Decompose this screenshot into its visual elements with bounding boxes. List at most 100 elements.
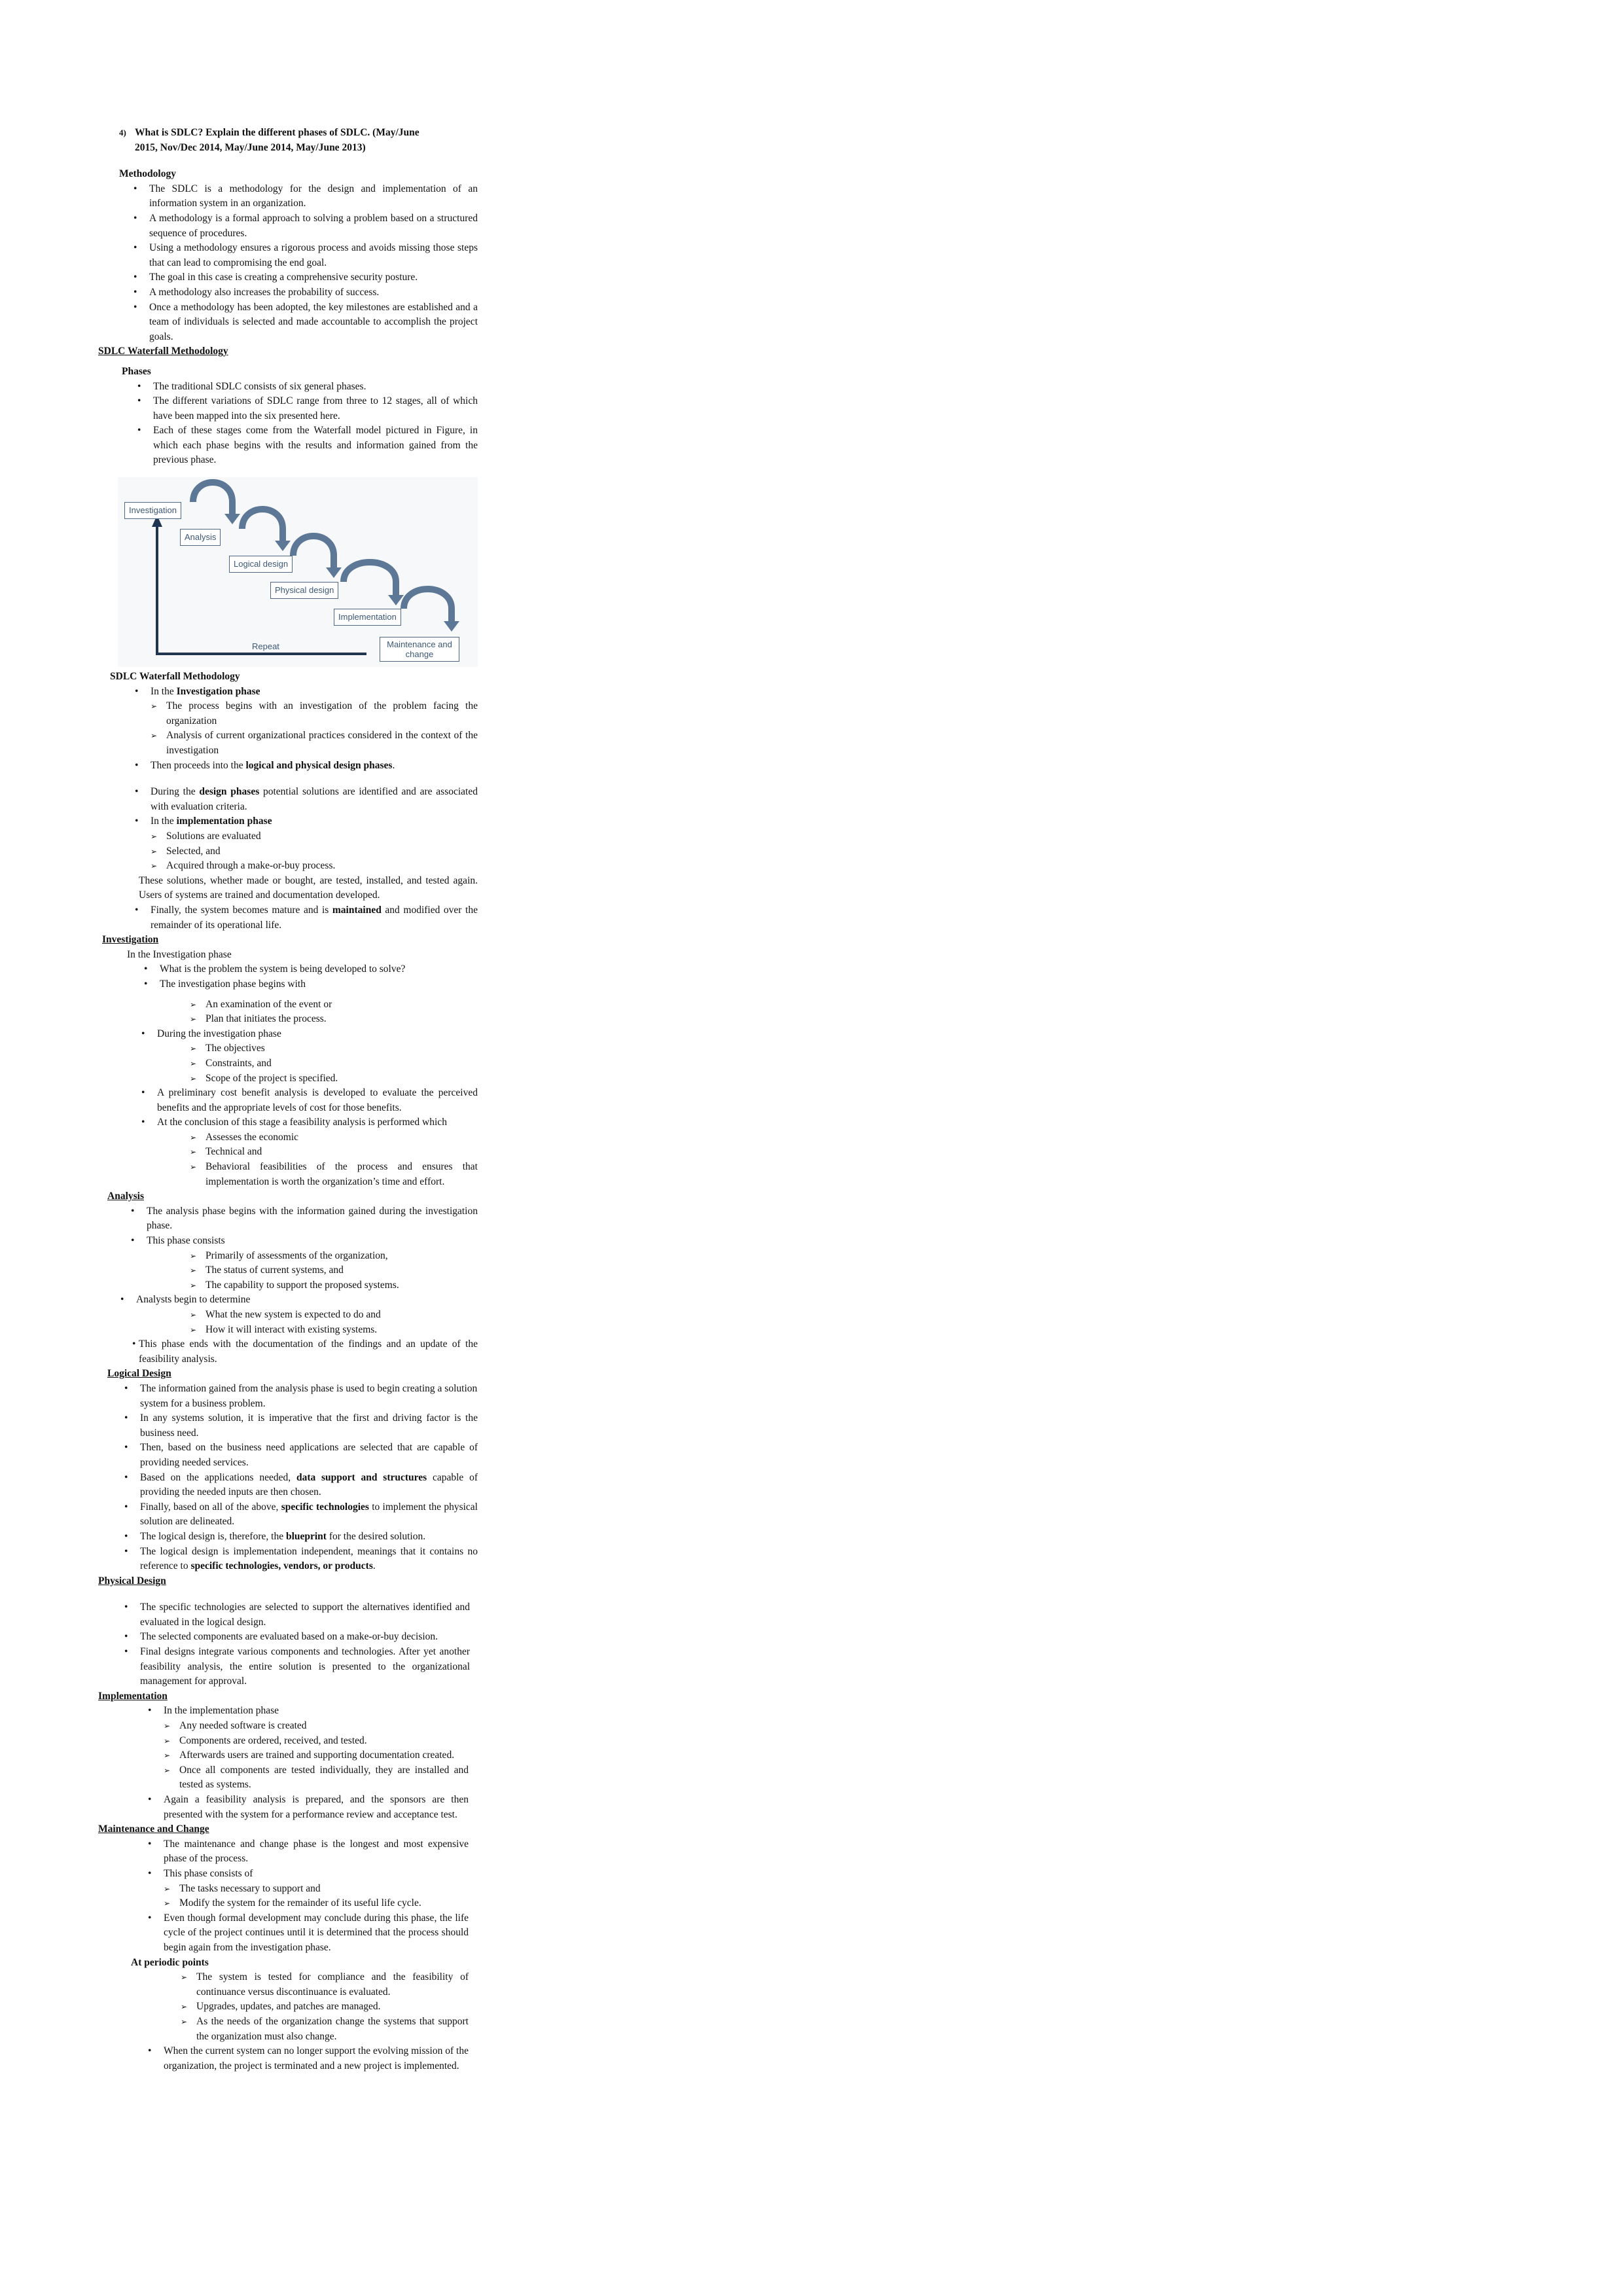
list-item: •In any systems solution, it is imperati…: [124, 1412, 478, 1439]
arrow-bullet-icon: ➢: [190, 1132, 197, 1142]
bullet-icon: •: [137, 380, 141, 392]
list-item: •Analysts begin to determine: [120, 1293, 478, 1308]
arrow-bullet-icon: ➢: [151, 861, 158, 871]
implementation-heading: Implementation: [98, 1690, 168, 1702]
list-item: •A methodology is a formal approach to s…: [134, 212, 478, 239]
arrow-bullet-icon: ➢: [190, 1073, 197, 1083]
phases-heading: Phases: [122, 365, 151, 377]
arrow-bullet-icon: ➢: [190, 1014, 197, 1024]
list-item: •A methodology also increases the probab…: [134, 285, 478, 300]
bullet-icon: •: [124, 1501, 128, 1513]
investigation-intro: In the Investigation phase: [127, 948, 232, 960]
list-item: •Using a methodology ensures a rigorous …: [134, 242, 478, 268]
list-item: •This phase ends with the documentation …: [132, 1338, 478, 1365]
bullet-icon: •: [124, 1530, 128, 1542]
sub-item: ➢The process begins with an investigatio…: [151, 700, 478, 726]
bullet-icon: •: [141, 1028, 145, 1039]
bullet-icon: •: [131, 1205, 135, 1217]
box-physical-design: Physical design: [270, 582, 339, 600]
arrow-bullet-icon: ➢: [190, 1044, 197, 1054]
arrow-bullet-icon: ➢: [181, 1973, 188, 1982]
bullet-icon: •: [134, 212, 137, 224]
sub-item: ➢The system is tested for compliance and…: [181, 1971, 469, 1998]
sub-item: ➢Scope of the project is specified.: [190, 1071, 478, 1086]
arrow-bullet-icon: ➢: [190, 1251, 197, 1261]
sub-item: ➢Afterwards users are trained and suppor…: [164, 1748, 469, 1763]
box-investigation: Investigation: [124, 502, 181, 520]
bullet-icon: •: [134, 183, 137, 194]
maintenance-heading: Maintenance and Change: [98, 1823, 209, 1835]
analysis-heading: Analysis: [107, 1191, 144, 1202]
waterfall-diagram: Investigation Analysis Logical design Ph…: [118, 477, 478, 668]
list-item: •Final designs integrate various compone…: [124, 1646, 470, 1687]
bullet-icon: •: [148, 1912, 152, 1924]
arrow-bullet-icon: ➢: [190, 1310, 197, 1319]
list-item: •This phase consists of: [148, 1867, 469, 1882]
list-item: •The SDLC is a methodology for the desig…: [134, 183, 478, 209]
investigation-heading: Investigation: [102, 934, 159, 946]
sub-item: ➢Components are ordered, received, and t…: [164, 1734, 469, 1749]
document-page: 4) What is SDLC? Explain the different p…: [98, 126, 478, 2073]
sub-item: ➢The tasks necessary to support and: [164, 1882, 469, 1897]
physical-design-heading: Physical Design: [98, 1575, 166, 1587]
arrowhead-4: [388, 595, 404, 606]
repeat-label: Repeat: [252, 641, 279, 652]
sub-item: ➢Plan that initiates the process.: [190, 1012, 478, 1027]
arrow-bullet-icon: ➢: [190, 999, 197, 1009]
bullet-icon: •: [132, 1338, 136, 1350]
list-item: •The specific technologies are selected …: [124, 1602, 470, 1628]
sub-item: ➢Any needed software is created: [164, 1719, 469, 1734]
bullet-icon: •: [134, 286, 137, 298]
bullet-icon: •: [137, 425, 141, 437]
question-number: 4): [119, 128, 126, 137]
list-item: •The selected components are evaluated b…: [124, 1630, 470, 1645]
bullet-icon: •: [124, 1471, 128, 1483]
list-item: •Finally, the system becomes mature and …: [135, 904, 478, 931]
arrow-bullet-icon: ➢: [190, 1162, 197, 1172]
box-logical-design: Logical design: [229, 556, 293, 573]
list-item: •Once a methodology has been adopted, th…: [134, 301, 478, 342]
arrow-bullet-icon: ➢: [164, 1721, 171, 1731]
arrow-bullet-icon: ➢: [190, 1147, 197, 1157]
methodology-list: •The SDLC is a methodology for the desig…: [134, 182, 478, 345]
arrow-bullet-icon: ➢: [164, 1899, 171, 1909]
list-item: •When the current system can no longer s…: [148, 2045, 469, 2072]
question-line-1: What is SDLC? Explain the different phas…: [135, 127, 419, 138]
list-item: •Based on the applications needed, data …: [124, 1471, 478, 1498]
bullet-icon: •: [120, 1294, 124, 1306]
bullet-icon: •: [135, 685, 139, 697]
list-item: •The different variations of SDLC range …: [137, 395, 478, 422]
arrowhead-1: [224, 514, 240, 525]
repeat-line: [156, 523, 366, 656]
repeat-arrowhead: [152, 515, 162, 528]
list-item: •The goal in this case is creating a com…: [134, 270, 478, 285]
arrowhead-2: [275, 541, 291, 552]
arrow-bullet-icon: ➢: [190, 1325, 197, 1335]
sub-item: ➢Assesses the economic: [190, 1130, 478, 1145]
list-item: •In the implementation phase: [135, 814, 478, 829]
sub-item: ➢The objectives: [190, 1041, 478, 1056]
list-item: •During the design phases potential solu…: [135, 786, 478, 812]
sub-item: ➢What the new system is expected to do a…: [190, 1308, 478, 1323]
bullet-icon: •: [124, 1382, 128, 1394]
list-item: •At the conclusion of this stage a feasi…: [141, 1115, 478, 1130]
arrow-bullet-icon: ➢: [164, 1765, 171, 1775]
sub-item: ➢The status of current systems, and: [190, 1263, 478, 1278]
arrow-bullet-icon: ➢: [151, 832, 158, 841]
bullet-icon: •: [124, 1631, 128, 1643]
overview-heading: SDLC Waterfall Methodology: [110, 671, 240, 683]
bullet-icon: •: [141, 1117, 145, 1128]
list-item: •During the investigation phase: [141, 1027, 478, 1042]
list-item: •Then, based on the business need applic…: [124, 1442, 478, 1468]
list-item: •This phase consists: [131, 1234, 478, 1249]
box-implementation: Implementation: [334, 609, 401, 626]
list-item: •What is the problem the system is being…: [144, 962, 478, 977]
list-item: •The maintenance and change phase is the…: [148, 1838, 469, 1865]
bullet-icon: •: [148, 1705, 152, 1717]
bullet-icon: •: [144, 963, 148, 975]
list-item: •The analysis phase begins with the info…: [131, 1205, 478, 1232]
list-item: •Finally, based on all of the above, spe…: [124, 1501, 478, 1528]
bullet-icon: •: [148, 1867, 152, 1879]
bullet-icon: •: [134, 272, 137, 283]
list-item: •A preliminary cost benefit analysis is …: [141, 1087, 478, 1113]
